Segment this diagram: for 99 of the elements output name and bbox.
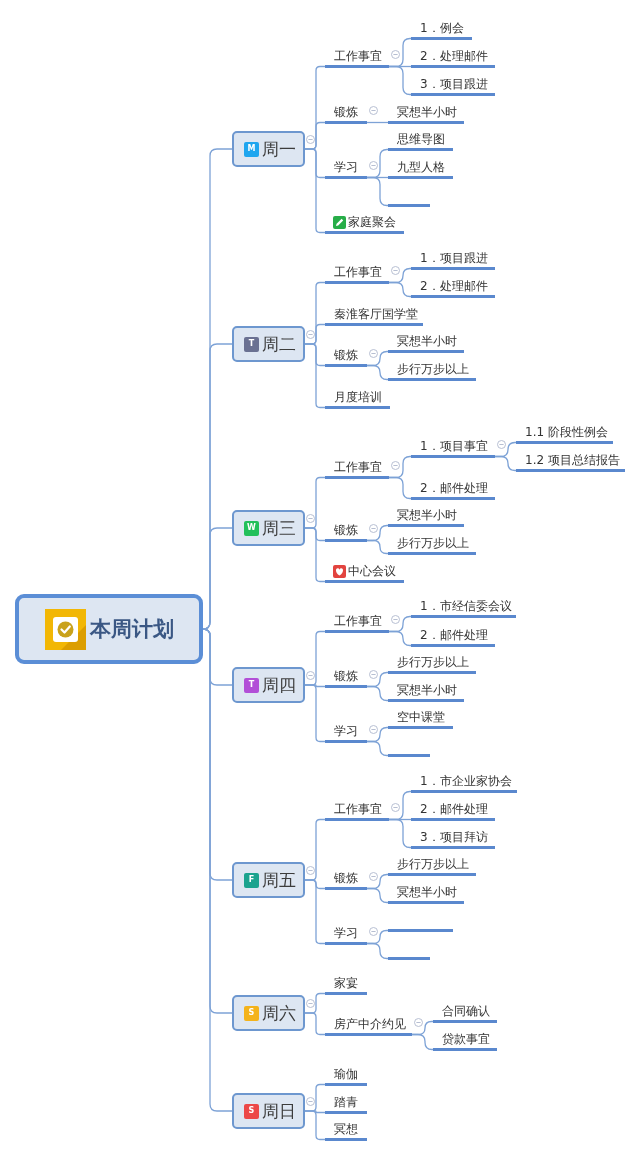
day-topic-box xyxy=(232,131,305,167)
connector-line xyxy=(388,281,412,298)
subtopic: 工作事宜 xyxy=(325,800,389,821)
central-topic-title: 本周计划 xyxy=(89,616,174,642)
connector-line xyxy=(304,1110,326,1141)
day-label: 周二 xyxy=(262,334,296,354)
connector-line xyxy=(411,1033,434,1051)
connector-line xyxy=(304,343,326,409)
connector-line xyxy=(304,684,326,743)
subtopic: 2．邮件处理 xyxy=(411,479,495,500)
weekday-initial: S xyxy=(244,1005,259,1021)
subtopic: 2．处理邮件 xyxy=(411,277,495,298)
subtopic xyxy=(325,213,404,234)
subtopic: 学习 xyxy=(325,924,367,945)
subtopic: 2．邮件处理 xyxy=(411,626,495,647)
subtopic: 步行万步以上 xyxy=(388,855,476,876)
connector-line xyxy=(366,942,389,960)
subtopic: 2．邮件处理 xyxy=(411,800,495,821)
connector-line xyxy=(388,630,412,647)
subtopic: 锻炼 xyxy=(325,103,367,124)
day-topic-box xyxy=(232,510,305,546)
connector-line xyxy=(202,628,233,1112)
subtopic xyxy=(325,562,404,583)
subtopic: 步行万步以上 xyxy=(388,534,476,555)
day-label: 周六 xyxy=(262,1003,296,1023)
connector-line xyxy=(366,539,389,555)
subtopic: 工作事宜 xyxy=(325,458,389,479)
subtopic: 贷款事宜 xyxy=(433,1030,497,1051)
day-topic-box xyxy=(232,667,305,703)
subtopic: 3．项目跟进 xyxy=(411,75,495,96)
day-label: 周一 xyxy=(262,139,296,159)
subtopic: 合同确认 xyxy=(433,1002,497,1023)
subtopic: 冥想半小时 xyxy=(388,332,464,353)
empty-topic-underline xyxy=(388,754,430,757)
subtopic: 1．项目跟进 xyxy=(411,249,495,270)
connector-line xyxy=(304,879,326,945)
day-label: 周五 xyxy=(262,870,296,890)
subtopic: 九型人格 xyxy=(388,158,453,179)
subtopic: 瑜伽 xyxy=(325,1065,367,1086)
connector-line xyxy=(366,685,389,702)
subtopic: 家宴 xyxy=(325,974,367,995)
connector-line xyxy=(388,476,412,500)
connector-line xyxy=(366,121,389,124)
weekday-initial: T xyxy=(244,336,259,352)
weekday-initial: F xyxy=(244,872,259,888)
subtopic: 踏青 xyxy=(325,1093,367,1114)
subtopic: 锻炼 xyxy=(325,869,367,890)
subtopic: 房产中介约见 xyxy=(325,1015,412,1036)
connector-line xyxy=(304,148,326,234)
subtopic: 学习 xyxy=(325,722,367,743)
subtopic: 1.2 项目总结报告 xyxy=(516,451,625,472)
subtopic: 步行万步以上 xyxy=(388,653,476,674)
day-label: 周三 xyxy=(262,518,296,538)
topic-text: 中心会议 xyxy=(348,563,396,579)
subtopic: 工作事宜 xyxy=(325,263,389,284)
subtopic: 3．项目拜访 xyxy=(411,828,495,849)
day-topic-box xyxy=(232,326,305,362)
empty-topic-underline xyxy=(388,929,453,932)
empty-topic-underline xyxy=(388,204,430,207)
connector-line xyxy=(494,455,517,472)
day-topic-box xyxy=(232,995,305,1031)
subtopic: 思维导图 xyxy=(388,130,453,151)
day-label: 周四 xyxy=(262,675,296,695)
day-topic-box xyxy=(232,1093,305,1129)
connector-line xyxy=(304,527,326,583)
connector-line xyxy=(366,740,389,757)
subtopic: 1．市企业家协会 xyxy=(411,772,517,793)
weekday-initial: M xyxy=(244,141,259,157)
topic-text: 家庭聚会 xyxy=(348,214,396,230)
connector-line xyxy=(366,364,389,381)
subtopic: 冥想 xyxy=(325,1120,367,1141)
subtopic: 冥想半小时 xyxy=(388,883,464,904)
subtopic: 1．市经信委会议 xyxy=(411,597,516,618)
subtopic: 1.1 阶段性例会 xyxy=(516,423,613,444)
connector-line xyxy=(366,887,389,904)
subtopic: 步行万步以上 xyxy=(388,360,476,381)
central-topic-box xyxy=(15,594,203,664)
weekday-initial: T xyxy=(244,677,259,693)
subtopic: 冥想半小时 xyxy=(388,506,464,527)
subtopic: 1．项目事宜 xyxy=(411,437,495,458)
day-label: 周日 xyxy=(262,1101,296,1121)
subtopic: 2．处理邮件 xyxy=(411,47,495,68)
subtopic: 月度培训 xyxy=(325,388,390,409)
subtopic: 锻炼 xyxy=(325,667,367,688)
empty-topic-underline xyxy=(388,957,430,960)
day-topic-box xyxy=(232,862,305,898)
subtopic: 锻炼 xyxy=(325,521,367,542)
connector-line xyxy=(304,1012,326,1036)
subtopic: 锻炼 xyxy=(325,346,367,367)
subtopic: 秦淮客厅国学堂 xyxy=(325,305,423,326)
subtopic: 工作事宜 xyxy=(325,47,389,68)
weekday-initial: W xyxy=(244,520,259,536)
subtopic: 学习 xyxy=(325,158,367,179)
weekday-initial: S xyxy=(244,1103,259,1119)
subtopic: 冥想半小时 xyxy=(388,103,464,124)
subtopic: 冥想半小时 xyxy=(388,681,464,702)
subtopic: 1．例会 xyxy=(411,19,472,40)
subtopic: 空中课堂 xyxy=(388,708,453,729)
subtopic: 工作事宜 xyxy=(325,612,389,633)
